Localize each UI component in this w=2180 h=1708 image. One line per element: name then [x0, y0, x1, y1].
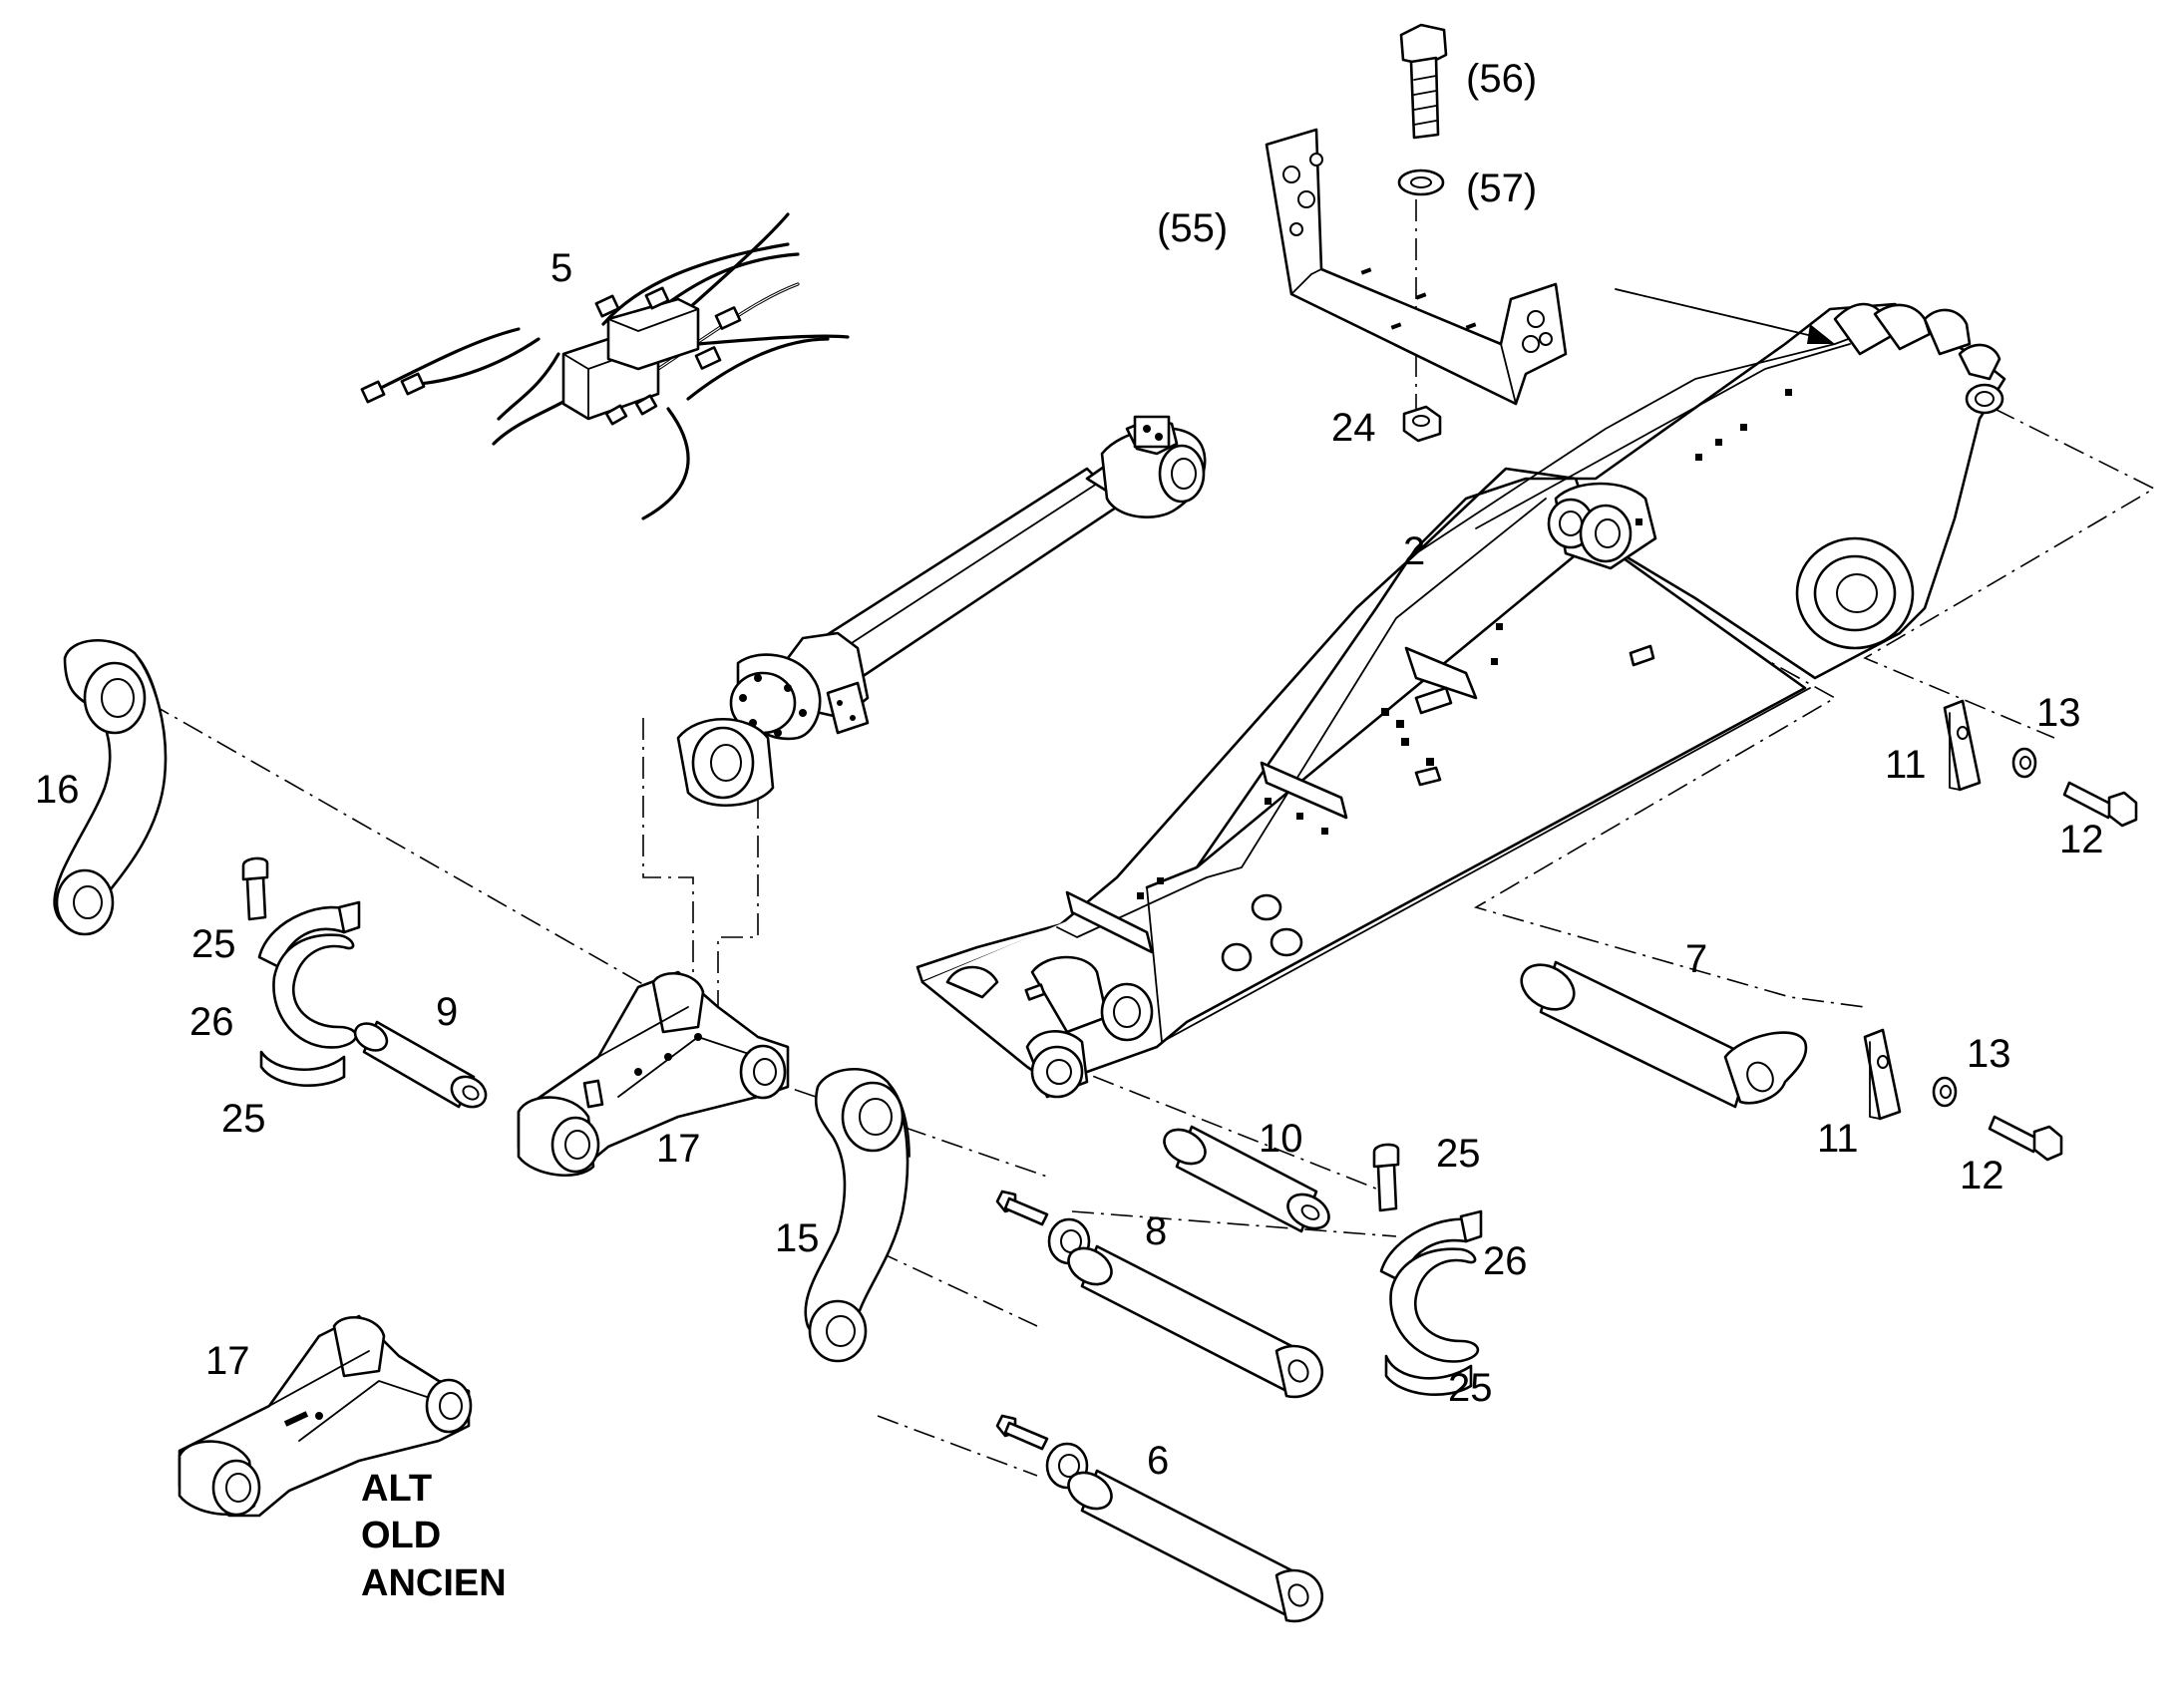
label-6: 6 — [1147, 1439, 1169, 1483]
bellcrank-alt-old — [178, 1314, 473, 1518]
label-11-lower: 11 — [1817, 1117, 1859, 1161]
label-17-alt: 17 — [205, 1339, 250, 1383]
mounting-bracket — [1265, 128, 1568, 443]
label-25-right-top: 25 — [1436, 1132, 1481, 1176]
washer-lower — [1932, 1076, 1958, 1108]
boom-arm — [915, 302, 2006, 1099]
clamp-set-right — [1372, 1143, 1483, 1397]
label-11-upper: 11 — [1885, 743, 1927, 787]
label-15: 15 — [775, 1216, 820, 1260]
pin-6 — [1067, 1469, 1324, 1623]
label-12-upper: 12 — [2059, 818, 2104, 861]
label-25-left-top: 25 — [191, 922, 236, 966]
leader-arrow — [1615, 288, 1835, 344]
pin-10 — [1163, 1125, 1330, 1233]
label-10: 10 — [1259, 1117, 1303, 1161]
label-8: 8 — [1145, 1209, 1167, 1253]
bellcrank-17 — [517, 970, 790, 1178]
label-2: 2 — [1403, 529, 1425, 573]
link-rod-center — [804, 1068, 910, 1363]
label-26-right: 26 — [1483, 1239, 1528, 1283]
label-25-left-bottom: 25 — [221, 1097, 266, 1141]
variant-note-line2: OLD — [361, 1515, 441, 1556]
label-55: (55) — [1157, 206, 1228, 250]
callout-labels: (56) (57) (55) 5 24 2 16 13 11 12 25 26 … — [35, 57, 2104, 1604]
pin-7 — [1520, 960, 1808, 1109]
retainer-plate-upper — [1943, 699, 1982, 792]
label-57: (57) — [1466, 167, 1537, 210]
label-16: 16 — [35, 768, 80, 812]
label-12-lower: 12 — [1960, 1154, 2004, 1197]
variant-note-line1: ALT — [361, 1468, 432, 1510]
label-17: 17 — [656, 1127, 701, 1171]
link-rod-left — [53, 639, 168, 936]
label-26-left: 26 — [189, 1000, 234, 1044]
variant-note-line3: ANCIEN — [361, 1562, 507, 1604]
washer-upper — [2011, 747, 2037, 779]
washer — [1397, 169, 1445, 196]
label-25-right-bottom: 25 — [1448, 1366, 1493, 1410]
retainer-plate-lower — [1863, 1028, 1902, 1121]
bolt-spacer-lower — [995, 1414, 1089, 1490]
pin-8 — [1067, 1244, 1324, 1399]
pin-9 — [353, 1020, 488, 1109]
label-24: 24 — [1331, 406, 1376, 450]
label-5: 5 — [550, 246, 572, 290]
bolt — [1399, 23, 1448, 140]
label-56: (56) — [1466, 57, 1537, 101]
label-7: 7 — [1685, 937, 1707, 981]
label-9: 9 — [436, 990, 458, 1034]
label-13-lower: 13 — [1967, 1032, 2011, 1076]
hydraulic-valve-block — [360, 212, 850, 520]
clamp-set-left — [241, 856, 361, 1088]
hydraulic-cylinder — [676, 415, 1207, 808]
bolt-upper — [2062, 781, 2138, 828]
label-13-upper: 13 — [2036, 691, 2081, 735]
bolt-lower — [1988, 1115, 2063, 1162]
